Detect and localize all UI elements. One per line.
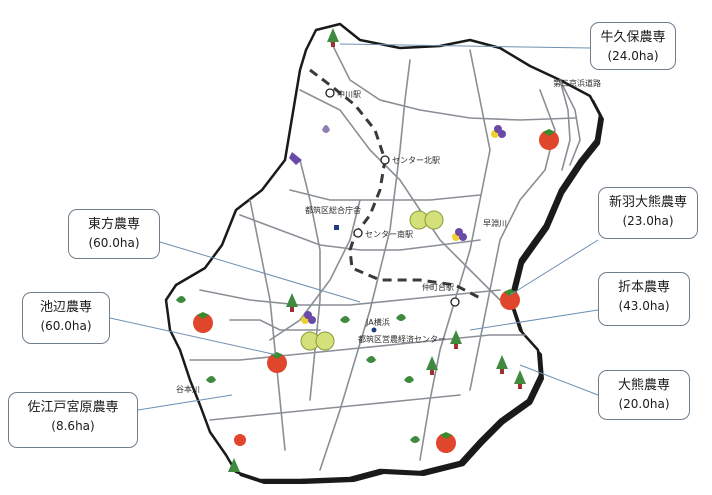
ja-label-line1: JA横浜: [365, 317, 390, 327]
leader-line: [509, 239, 599, 296]
callout-okuma: 大熊農専 (20.0ha): [598, 370, 690, 420]
road: [559, 79, 571, 171]
leaf-icon: [396, 314, 406, 321]
ward-office-marker: [334, 225, 339, 230]
leaf-icon: [366, 356, 376, 363]
pansy-icon: [289, 152, 302, 165]
road: [199, 289, 501, 306]
ja-label-line2: 都筑区営農経済センター: [358, 334, 446, 344]
road: [289, 189, 481, 201]
callout-orimoto: 折本農専 (43.0ha): [598, 272, 690, 326]
station-icon: [380, 155, 390, 165]
pansy-icon: [491, 125, 506, 138]
farm-area: (23.0ha): [622, 214, 674, 228]
pear-icon: [409, 210, 444, 230]
farm-name: 池辺農専: [39, 300, 92, 315]
farm-name: 新羽大熊農専: [608, 195, 687, 210]
farm-name: 折本農専: [617, 280, 670, 295]
station-label: センター北駅: [392, 156, 440, 165]
leaf-icon: [340, 316, 350, 323]
pear-icon: [300, 331, 335, 351]
tomato-icon: [500, 289, 520, 310]
station-icon: [325, 88, 335, 98]
expressway-label: 第三京浜道路: [553, 78, 601, 88]
callout-saedo-miyahara: 佐江戸宮原農専 (8.6ha): [8, 392, 138, 448]
pansy-icon: [301, 311, 316, 324]
farm-name: 牛久保農専: [600, 30, 666, 45]
callout-higashikata: 東方農専 (60.0ha): [68, 209, 160, 259]
farm-area: (8.6ha): [51, 419, 95, 433]
station-icon: [353, 228, 363, 238]
tree-icon: [514, 370, 526, 389]
leaf-icon: [206, 376, 216, 383]
leader-line: [469, 309, 599, 331]
ward-office-label: 都筑区総合庁舎: [305, 205, 361, 215]
road: [229, 319, 321, 331]
leader-line: [339, 43, 591, 49]
tomato-icon: [436, 432, 456, 453]
farm-name: 東方農専: [87, 217, 140, 232]
leaf-icon: [176, 296, 186, 303]
leaf-icon: [322, 125, 330, 133]
farm-name: 大熊農専: [617, 378, 670, 393]
tree-icon: [426, 356, 438, 375]
landmarks: 都筑区総合庁舎 JA横浜 都筑区営農経済センター 早淵川 谷本川 第三京浜道路: [176, 78, 601, 394]
leader-line: [159, 241, 361, 303]
river-label-hayabuchi: 早淵川: [483, 218, 507, 228]
road: [299, 159, 321, 401]
tomato-icon: [267, 352, 287, 373]
tree-icon: [327, 28, 339, 47]
road-network: [189, 39, 581, 471]
station-icon: [450, 297, 460, 307]
road: [189, 334, 526, 361]
road: [249, 199, 286, 451]
tomato-icon: [193, 312, 213, 333]
farm-area: (60.0ha): [88, 236, 140, 250]
subway-line: [309, 68, 481, 300]
tomato-icon: [539, 129, 559, 150]
station-label: センター南駅: [365, 229, 413, 239]
river-label-yagami: 谷本川: [176, 384, 200, 394]
tree-icon: [286, 293, 298, 312]
ward-boundary: [164, 22, 602, 482]
farm-name: 佐江戸宮原農専: [27, 400, 119, 415]
road: [419, 49, 491, 461]
pansy-icon: [452, 228, 467, 241]
leader-lines: [109, 43, 599, 411]
leader-line: [109, 317, 278, 356]
farm-area: (60.0ha): [40, 319, 92, 333]
farm-area: (43.0ha): [618, 299, 670, 313]
tree-icon: [450, 330, 462, 349]
station-label: 中川駅: [337, 89, 361, 99]
farm-area: (20.0ha): [618, 397, 670, 411]
callout-ushikubo: 牛久保農専 (24.0ha): [590, 22, 676, 70]
leaf-icon: [410, 436, 420, 443]
tree-icon: [496, 355, 508, 374]
stations: 中川駅 センター北駅 センター南駅 仲町台駅: [325, 88, 460, 307]
leader-line: [519, 364, 599, 396]
road: [269, 199, 361, 341]
road: [559, 79, 581, 166]
callout-ikenobe: 池辺農専 (60.0ha): [22, 292, 110, 344]
tomato-icon: [234, 434, 246, 446]
ja-marker: [371, 327, 377, 333]
callout-nippa-okuma: 新羽大熊農専 (23.0ha): [598, 187, 698, 239]
station-label: 仲町台駅: [422, 282, 454, 292]
road: [239, 214, 481, 251]
leader-line: [137, 394, 233, 411]
tree-icon: [228, 458, 240, 472]
road: [209, 394, 461, 421]
farm-area: (24.0ha): [607, 49, 659, 63]
produce-icons: [176, 28, 559, 472]
leaf-icon: [404, 376, 414, 383]
road: [329, 39, 576, 121]
